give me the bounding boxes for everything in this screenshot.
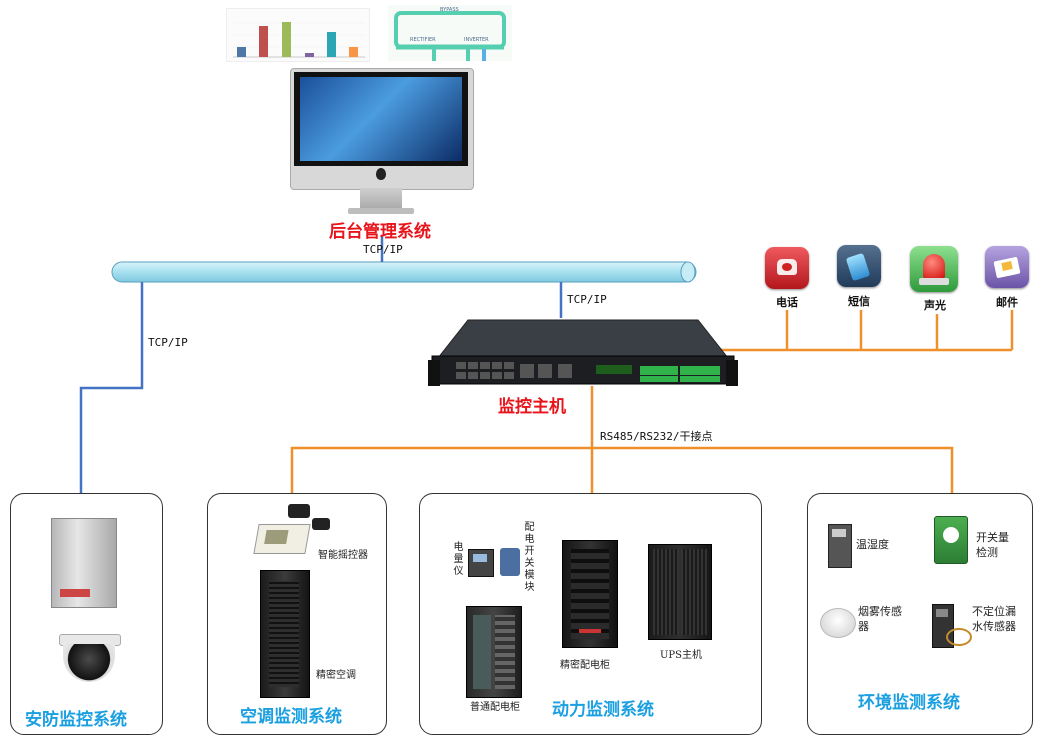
leak-label: 不定位漏水传感器 [972, 605, 1016, 633]
switch-module [500, 548, 520, 576]
switch-detect-label: 开关量检测 [976, 531, 1009, 559]
meter-label: 电量仪 [453, 542, 464, 577]
temp-label: 温湿度 [856, 538, 889, 551]
aircon-system-panel: 智能摇控器 精密空调 空调监测系统 [207, 493, 387, 735]
field-bus-line [290, 446, 954, 493]
aircon-system-title: 空调监测系统 [240, 707, 342, 727]
ir-sensor-2 [312, 518, 330, 530]
bypass-label: BYPASS [440, 7, 459, 13]
switch-label: 配电开关模块 [524, 522, 535, 593]
smart-controller [253, 524, 311, 554]
power-meter [468, 549, 494, 577]
power-system-panel: 电量仪 配电开关模块 普通配电柜 精密配电柜 UPS主机 动力监测系统 [419, 493, 762, 735]
alarm-label-phone: 电话 [776, 296, 798, 309]
inverter-label: INVERTER [464, 37, 489, 43]
precision-distribution-cabinet [562, 540, 618, 648]
security-cabinet [51, 518, 117, 608]
ups-bypass-diagram: BYPASS RECTIFIER INVERTER [388, 5, 512, 61]
mail-icon [985, 246, 1029, 288]
backend-protocol-label: TCP/IP [363, 243, 403, 256]
siren-icon [910, 246, 958, 292]
security-link-line [79, 282, 144, 493]
normal-distribution-cabinet [466, 606, 522, 698]
leak-cable [946, 628, 972, 646]
network-pipe [111, 261, 697, 283]
host-downlink-protocol-label: RS485/RS232/干接点 [600, 430, 713, 443]
ups-host [648, 544, 712, 640]
ir-sensor [288, 504, 310, 518]
backend-title: 后台管理系统 [329, 222, 431, 242]
alarm-label-sms: 短信 [848, 295, 870, 308]
security-system-title: 安防监控系统 [25, 710, 127, 730]
host-uplink-protocol-label: TCP/IP [567, 293, 607, 306]
alarm-label-siren: 声光 [924, 299, 946, 312]
controller-label: 智能摇控器 [318, 550, 368, 561]
temp-humidity-sensor [828, 524, 852, 568]
monitoring-host-device [428, 318, 738, 388]
power-system-title: 动力监测系统 [552, 700, 654, 720]
smoke-label: 烟雾传感器 [858, 605, 902, 633]
environment-system-title: 环境监测系统 [858, 693, 960, 713]
rectifier-label: RECTIFIER [410, 37, 436, 43]
phone-icon [765, 247, 809, 289]
bar-chart-thumbnail [226, 8, 370, 62]
precision-cabinet-label: 精密配电柜 [560, 660, 610, 671]
security-system-panel: 安防监控系统 [10, 493, 163, 735]
security-protocol-label: TCP/IP [148, 336, 188, 349]
smoke-detector [820, 608, 856, 638]
apple-logo-icon [376, 168, 386, 180]
ac-label: 精密空调 [316, 670, 356, 681]
ups-label: UPS主机 [660, 650, 703, 661]
environment-system-panel: 温湿度 开关量检测 烟雾传感器 不定位漏水传感器 环境监测系统 [807, 493, 1033, 735]
dome-camera [59, 634, 121, 684]
precision-ac-unit [260, 570, 310, 698]
monitor-screen [300, 77, 462, 161]
switch-detect-sensor [934, 516, 968, 564]
normal-cabinet-label: 普通配电柜 [470, 702, 520, 713]
alarm-label-mail: 邮件 [996, 296, 1018, 309]
host-title: 监控主机 [498, 397, 566, 417]
backend-monitor [290, 68, 474, 218]
sms-icon [837, 245, 881, 287]
